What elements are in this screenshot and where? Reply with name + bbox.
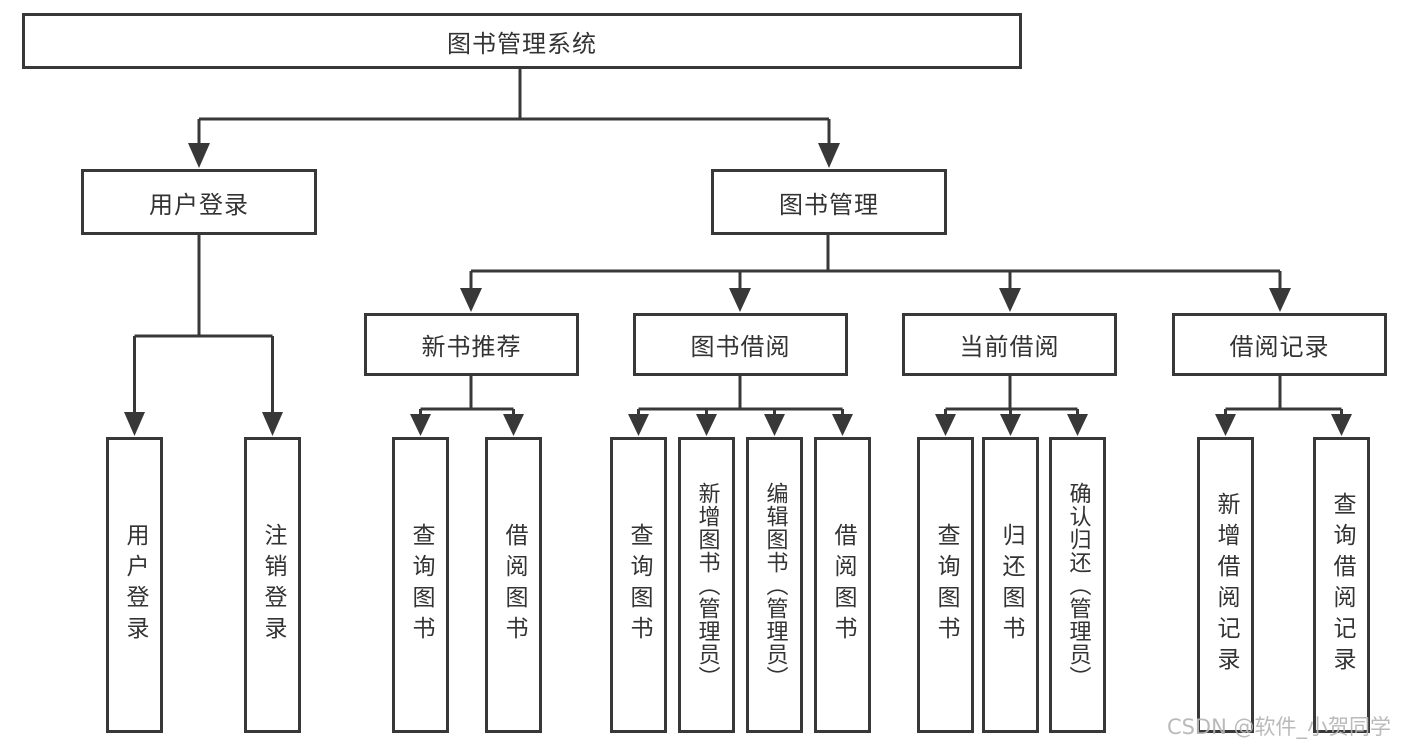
node-current-borrowing: 当前借阅 <box>902 313 1117 376</box>
leaf-label: 查询图书 <box>933 523 959 647</box>
leaf-label: 借阅图书 <box>830 523 856 647</box>
node-label: 用户登录 <box>149 190 249 219</box>
leaf-label: 确认归还（管理员） <box>1065 481 1091 689</box>
leaf-label: 查询图书 <box>408 523 434 647</box>
leaf-borrow-books-recommend: 借阅图书 <box>485 437 542 733</box>
leaf-label: 新增借阅记录 <box>1213 492 1239 678</box>
node-label: 图书管理 <box>779 190 879 219</box>
leaf-edit-books-admin: 编辑图书（管理员） <box>746 437 803 733</box>
node-library-management-system: 图书管理系统 <box>22 13 1022 69</box>
leaf-user-login: 用户登录 <box>106 437 163 733</box>
leaf-query-books-borrowing: 查询图书 <box>610 437 667 733</box>
node-label: 当前借阅 <box>959 333 1060 361</box>
watermark: CSDN @软件_小贺同学 <box>1166 715 1391 739</box>
leaf-query-borrow-record: 查询借阅记录 <box>1313 437 1370 733</box>
node-book-management: 图书管理 <box>711 169 947 235</box>
node-book-borrowing: 图书借阅 <box>633 313 848 376</box>
leaf-query-books-current: 查询图书 <box>917 437 974 733</box>
leaf-add-books-admin: 新增图书（管理员） <box>678 437 735 733</box>
node-label: 借阅记录 <box>1229 333 1330 361</box>
node-label: 新书推荐 <box>421 333 522 361</box>
leaf-label: 用户登录 <box>122 523 148 647</box>
leaf-label: 借阅图书 <box>501 523 527 647</box>
leaf-confirm-return-admin: 确认归还（管理员） <box>1049 437 1106 733</box>
leaf-label: 查询借阅记录 <box>1329 492 1355 678</box>
leaf-return-books: 归还图书 <box>982 437 1039 733</box>
leaf-borrow-books-borrowing: 借阅图书 <box>814 437 871 733</box>
node-label: 图书借阅 <box>690 333 791 361</box>
node-user-login: 用户登录 <box>81 169 317 235</box>
node-new-book-recommendation: 新书推荐 <box>364 313 579 376</box>
leaf-label: 注销登录 <box>260 523 286 647</box>
node-label: 图书管理系统 <box>447 29 597 58</box>
leaf-label: 编辑图书（管理员） <box>762 481 788 689</box>
node-borrowing-records: 借阅记录 <box>1172 313 1387 376</box>
leaf-label: 归还图书 <box>998 523 1024 647</box>
leaf-logout: 注销登录 <box>244 437 301 733</box>
leaf-label: 新增图书（管理员） <box>694 481 720 689</box>
leaf-add-borrow-record: 新增借阅记录 <box>1197 437 1254 733</box>
leaf-label: 查询图书 <box>626 523 652 647</box>
leaf-query-books-recommend: 查询图书 <box>392 437 449 733</box>
